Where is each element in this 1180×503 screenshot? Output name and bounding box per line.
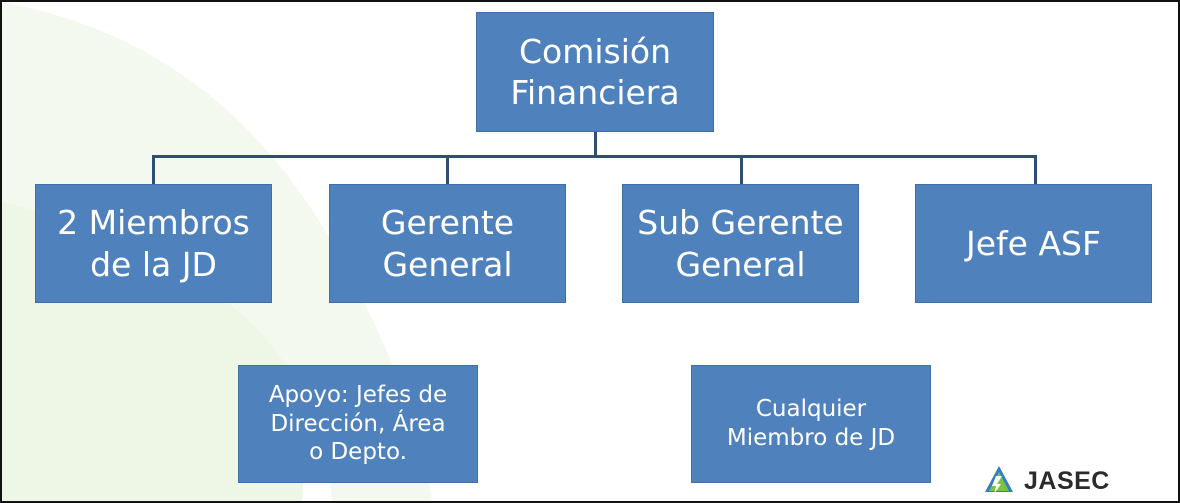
- node-cualquier-miembro-jd-label: Cualquier Miembro de JD: [726, 396, 896, 451]
- node-apoyo-jefes-label: Apoyo: Jefes de Dirección, Área o Depto.: [268, 381, 448, 466]
- node-miembros-jd: 2 Miembros de la JD: [35, 184, 272, 303]
- jasec-logo-text: JASEC: [1024, 466, 1110, 495]
- connector-drop-4: [1034, 155, 1037, 184]
- node-miembros-jd-label: 2 Miembros de la JD: [57, 203, 250, 284]
- node-jefe-asf: Jefe ASF: [915, 184, 1152, 303]
- connector-bar: [152, 155, 1036, 158]
- jasec-leaf-icon: [985, 466, 1013, 494]
- connector-drop-3: [740, 155, 743, 184]
- node-sub-gerente-general-label: Sub Gerente General: [637, 203, 844, 284]
- node-cualquier-miembro-jd: Cualquier Miembro de JD: [691, 365, 931, 483]
- connector-drop-2: [446, 155, 449, 184]
- node-apoyo-jefes: Apoyo: Jefes de Dirección, Área o Depto.: [238, 365, 478, 483]
- node-sub-gerente-general: Sub Gerente General: [622, 184, 859, 303]
- connector-trunk: [594, 132, 597, 157]
- connector-drop-1: [152, 155, 155, 184]
- jasec-logo: JASEC: [982, 464, 1110, 498]
- node-comision-financiera: Comisión Financiera: [476, 12, 714, 132]
- node-gerente-general: Gerente General: [329, 184, 566, 303]
- node-comision-financiera-label: Comisión Financiera: [510, 31, 680, 112]
- node-gerente-general-label: Gerente General: [380, 203, 515, 284]
- node-jefe-asf-label: Jefe ASF: [966, 223, 1101, 263]
